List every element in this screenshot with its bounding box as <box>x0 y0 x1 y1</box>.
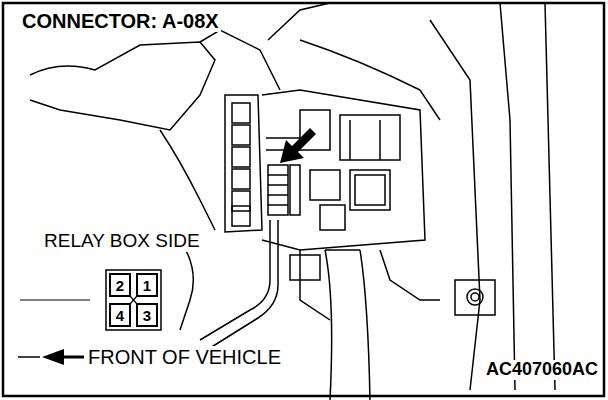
figure-code: AC407060AC <box>484 360 600 380</box>
diagram-title: CONNECTOR: A-08X <box>20 10 221 32</box>
location-label: RELAY BOX SIDE <box>42 231 202 252</box>
connector-pin-cell: 4 <box>109 303 131 327</box>
pin-number: 3 <box>143 307 151 324</box>
connector-pin-cell: 2 <box>109 273 131 297</box>
direction-label: FRONT OF VEHICLE <box>86 346 283 368</box>
connector-pin-cell: 3 <box>136 303 158 327</box>
pin-number: 4 <box>116 307 124 324</box>
connector-pin-cell: 1 <box>136 273 158 297</box>
pin-number: 2 <box>116 277 124 294</box>
pin-number: 1 <box>143 277 151 294</box>
